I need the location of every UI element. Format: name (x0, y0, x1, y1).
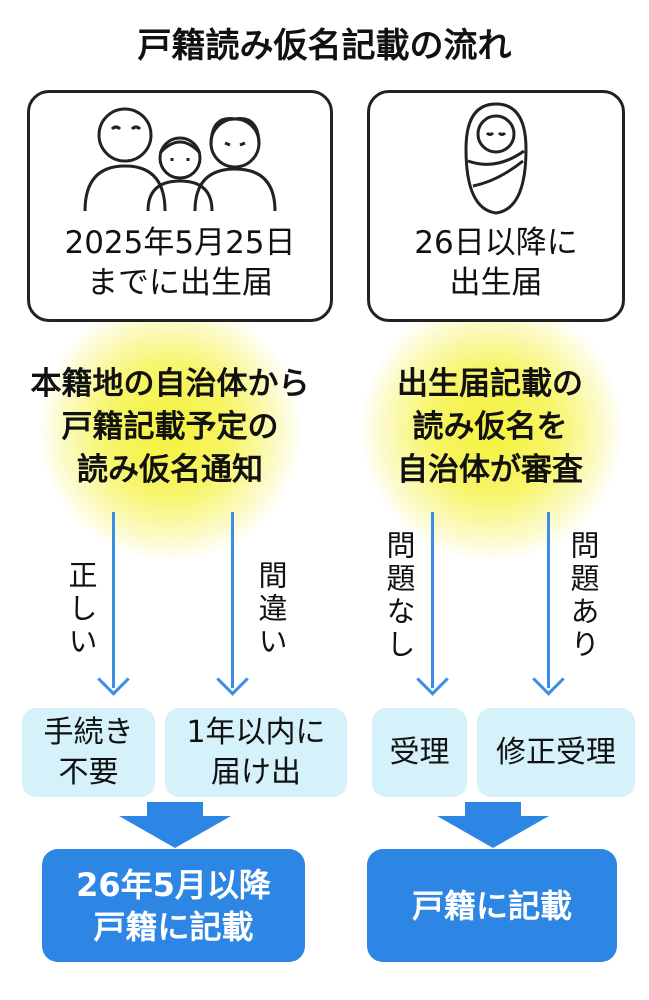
result-line: 1年以内に (186, 714, 326, 750)
result-line: 届け出 (211, 754, 301, 790)
result-line: 手続き (43, 714, 134, 750)
left-glow (40, 300, 300, 560)
arrow-problem (547, 512, 550, 688)
baby-icon (464, 102, 528, 215)
right-glow (362, 300, 622, 560)
right-notice: 出生届記載の 読み仮名を 自治体が審査 (340, 363, 640, 492)
right-notice-line1: 出生届記載の (397, 366, 583, 402)
left-notice: 本籍地の自治体から 戸籍記載予定の 読み仮名通知 (0, 363, 340, 492)
result-corrected-accepted: 修正受理 (477, 708, 635, 797)
arrow-head (416, 663, 449, 696)
final-left-line1: 26年5月以降 (76, 865, 271, 904)
left-notice-line3: 読み仮名通知 (77, 452, 263, 488)
final-right: 戸籍に記載 (367, 849, 617, 962)
label-wrong: 間違い (254, 560, 288, 659)
big-arrow-left (119, 802, 231, 848)
arrow-head (216, 663, 249, 696)
right-notice-line3: 自治体が審査 (397, 452, 583, 488)
big-arrow-right (437, 802, 549, 848)
result-report-within-year: 1年以内に届け出 (165, 708, 347, 797)
left-top-text: 2025年5月25日 までに出生届 (30, 223, 330, 303)
label-no-problem: 問題なし (382, 530, 416, 662)
right-top-line1: 26日以降に (414, 225, 578, 261)
left-top-line1: 2025年5月25日 (64, 225, 296, 261)
arrow-wrong (231, 512, 234, 688)
result-line: 不要 (58, 754, 119, 790)
right-top-text: 26日以降に 出生届 (370, 223, 622, 303)
left-notice-line2: 戸籍記載予定の (61, 409, 279, 445)
left-top-box: 2025年5月25日 までに出生届 (27, 90, 333, 322)
label-correct: 正しい (64, 560, 98, 659)
left-top-line2: までに出生届 (87, 265, 273, 301)
right-top-line2: 出生届 (449, 265, 543, 301)
final-left: 26年5月以降戸籍に記載 (42, 849, 305, 962)
arrow-head (532, 663, 565, 696)
final-left-line2: 戸籍に記載 (93, 907, 254, 946)
result-no-procedure: 手続き不要 (22, 708, 155, 797)
diagram-title: 戸籍読み仮名記載の流れ (137, 26, 512, 66)
arrow-head (97, 663, 130, 696)
label-problem: 問題あり (566, 530, 600, 662)
right-notice-line2: 読み仮名を (412, 409, 568, 445)
arrow-correct (112, 512, 115, 688)
right-top-box: 26日以降に 出生届 (367, 90, 625, 322)
family-icon (83, 107, 277, 212)
result-accepted: 受理 (372, 708, 467, 797)
left-notice-line1: 本籍地の自治体から (30, 366, 310, 402)
arrow-no-problem (431, 512, 434, 688)
